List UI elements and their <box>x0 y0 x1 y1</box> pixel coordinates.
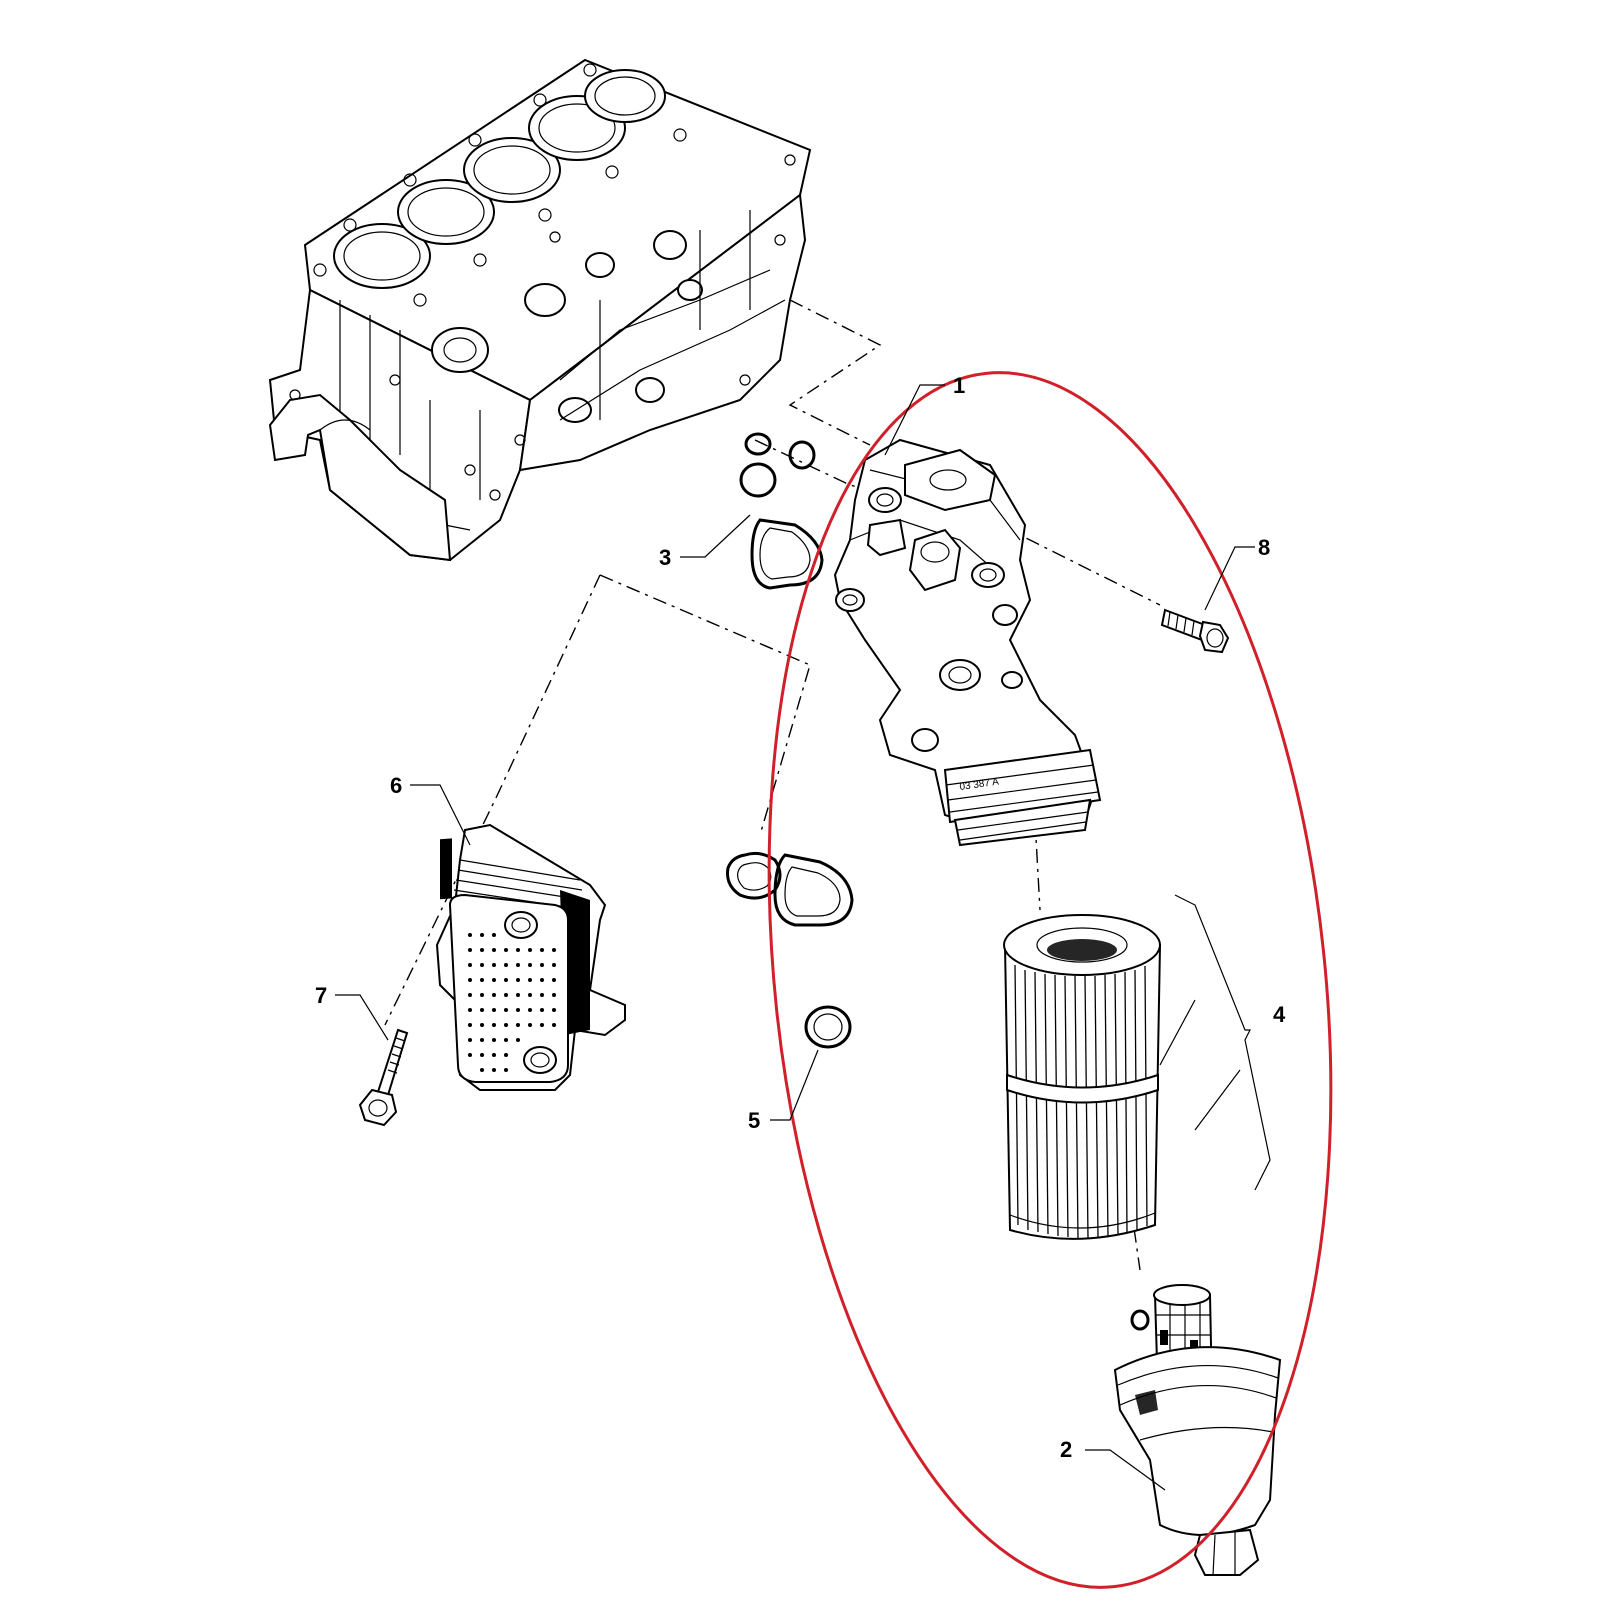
callout-8: 8 <box>1258 535 1270 560</box>
filter-pleats <box>1014 964 1148 1239</box>
housing-stamp: 03 387 A <box>959 777 1000 793</box>
callout-6: 6 <box>390 773 402 798</box>
oil-filter-housing: 03 387 A <box>833 438 1102 847</box>
callout-5: 5 <box>748 1108 760 1133</box>
cooler-gaskets <box>726 851 854 927</box>
engine-block <box>268 58 812 562</box>
bolt-cooler <box>358 1028 409 1127</box>
oil-filter-cap <box>1113 1284 1282 1576</box>
callout-1: 1 <box>953 373 965 398</box>
callout-3: 3 <box>659 545 671 570</box>
bracket-item-4 <box>1174 894 1271 1191</box>
callout-2: 2 <box>1060 1437 1072 1462</box>
bolt-housing <box>1160 608 1230 654</box>
o-ring-small <box>804 1005 852 1049</box>
oil-filter-element <box>1003 914 1162 1240</box>
callout-7: 7 <box>315 983 327 1008</box>
oil-cooler <box>435 823 626 1091</box>
highlight-ellipse <box>767 371 1333 1589</box>
cooler-perforations <box>468 933 556 1072</box>
callout-leaders <box>335 384 1255 1491</box>
gasket-set <box>739 432 824 590</box>
callout-4: 4 <box>1273 1002 1286 1027</box>
